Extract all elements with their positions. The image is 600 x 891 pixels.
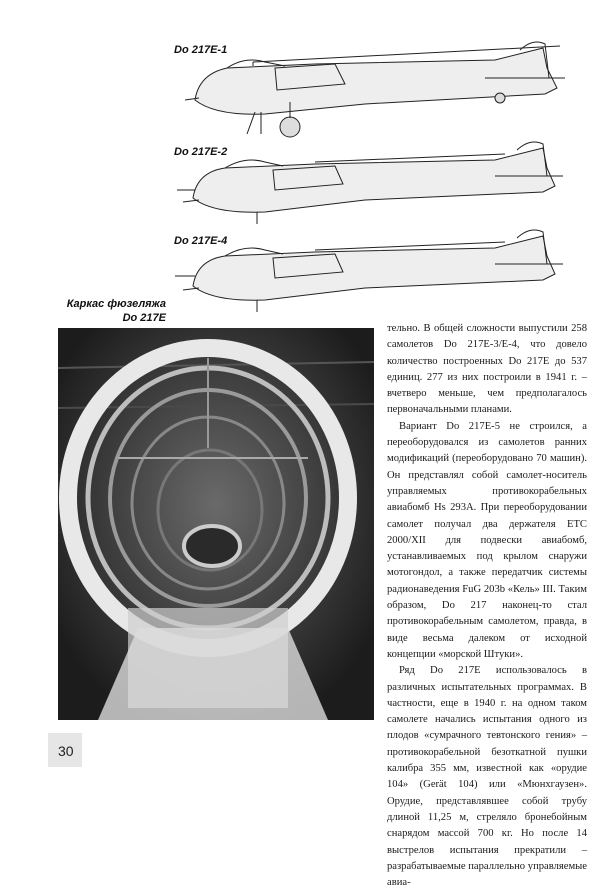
photo-caption: Каркас фюзеляжа Do 217E	[54, 297, 166, 325]
aircraft-drawing-e1	[184, 41, 565, 138]
photo-caption-line2: Do 217E	[122, 312, 166, 324]
paragraph-1: тельно. В общей сложности выпустили 258 …	[387, 323, 587, 416]
page-number: 30	[58, 743, 74, 759]
aircraft-drawing-e4	[175, 229, 563, 312]
aircraft-drawing-e2	[177, 141, 563, 224]
variant-label-e1: Do 217E-1	[174, 44, 228, 56]
variant-label-e4: Do 217E-4	[174, 235, 228, 247]
page-number-tab	[48, 733, 82, 767]
paragraph-2: Вариант Do 217E-5 не строился, а переобо…	[387, 420, 587, 660]
fuselage-frame-photo	[58, 328, 374, 720]
body-text: тельно. В общей сложности выпустили 258 …	[387, 321, 587, 891]
paragraph-3: Ряд Do 217E использовалось в различных и…	[387, 665, 587, 889]
photo-caption-line1: Каркас фюзеляжа	[66, 298, 166, 310]
variant-label-e2: Do 217E-2	[174, 146, 228, 158]
